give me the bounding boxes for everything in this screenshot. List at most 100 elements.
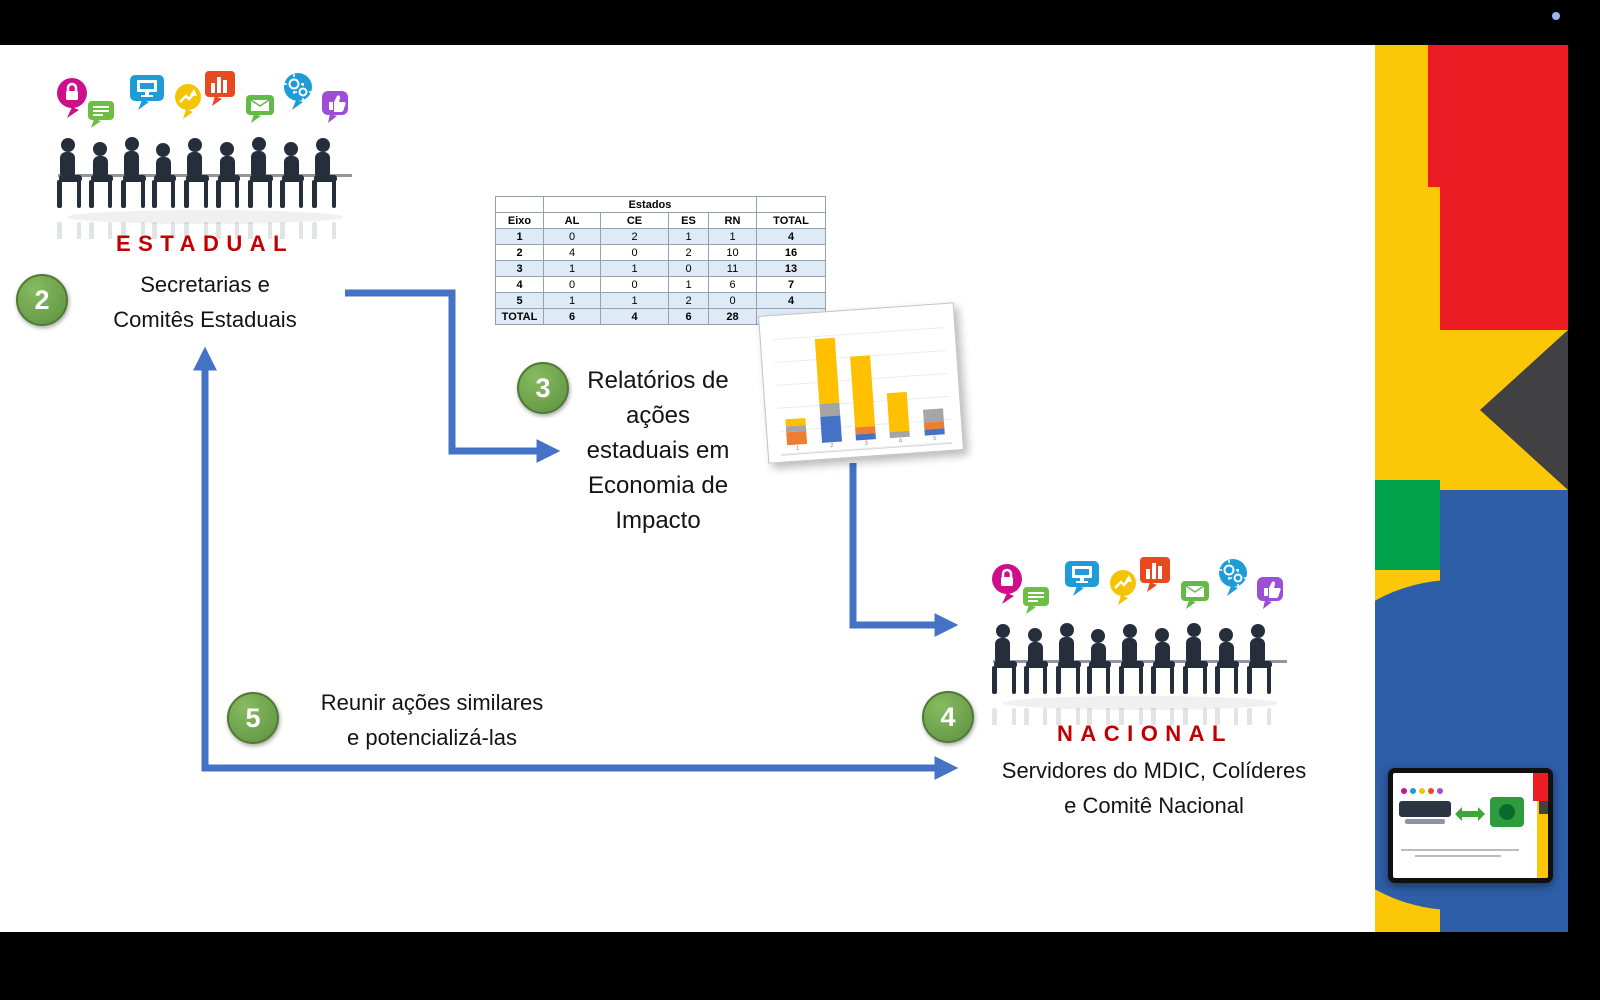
table-cell: 28	[708, 308, 757, 325]
table-cell: 4	[495, 276, 544, 293]
thumb-poster-circle	[1499, 804, 1515, 820]
bar-chart-icon	[205, 71, 235, 106]
table-cell: 4	[600, 308, 669, 325]
column-header: AL	[543, 212, 601, 229]
text-line: Comitês Estaduais	[113, 307, 297, 332]
table-cell: 16	[756, 244, 826, 261]
table-cell: 2	[495, 244, 544, 261]
table-cell: 2	[600, 228, 669, 245]
text-line: e Comitê Nacional	[1064, 793, 1244, 818]
table-cell: 1	[600, 260, 669, 277]
thumb-bubble-dots	[1401, 788, 1443, 794]
decor-red-block-2	[1440, 187, 1568, 330]
gears-icon	[1219, 559, 1247, 596]
estadual-title: ESTADUAL	[116, 231, 294, 256]
text-line: e potencializá-las	[347, 725, 517, 750]
table-cell: 4	[756, 292, 826, 309]
group-header: Estados	[543, 196, 757, 213]
chart-bar: 5	[916, 318, 945, 445]
step2-text: Secretarias e Comitês Estaduais	[60, 267, 350, 337]
trend-arrow-icon	[175, 84, 201, 119]
table-cell: 13	[756, 260, 826, 277]
decor-red-block	[1428, 45, 1568, 187]
column-header: RN	[708, 212, 757, 229]
step4-text: Servidores do MDIC, Colíderes e Comitê N…	[958, 753, 1350, 823]
chart-bar: 4	[882, 320, 911, 447]
chart-bar-segment	[819, 415, 842, 443]
trend-arrow-icon	[1110, 570, 1136, 605]
table-cell: 1	[495, 228, 544, 245]
slide-thumbnail[interactable]	[1388, 768, 1553, 883]
table-cell: 1	[668, 276, 709, 293]
step3-text: Relatórios de ações estaduais em Economi…	[558, 363, 758, 538]
estadual-clipart	[50, 71, 360, 293]
table-cell: 0	[543, 276, 601, 293]
text-line: Secretarias e	[140, 272, 270, 297]
chart-bar-segment	[850, 354, 876, 428]
thumb-poster	[1490, 797, 1524, 827]
empty-cell	[495, 196, 544, 213]
table-cell: 0	[600, 244, 669, 261]
letterbox-bottom	[0, 932, 1600, 1000]
chat-lines-icon	[88, 101, 114, 128]
monitor-icon	[130, 75, 164, 110]
meeting-clipart	[992, 557, 1287, 779]
axis-tick-label: 2	[830, 443, 834, 450]
chat-lines-icon	[1023, 587, 1049, 614]
text-line: Reunir ações similares	[320, 690, 544, 715]
thumb-people	[1399, 801, 1451, 817]
text-line: ações	[625, 402, 691, 429]
thumbs-up-icon	[322, 91, 348, 123]
meeting-clipart	[57, 71, 352, 293]
table-cell: 0	[708, 292, 757, 309]
step-3-badge: 3	[517, 362, 569, 414]
table-cell: 1	[543, 292, 601, 309]
axis-tick-label: 3	[864, 440, 869, 447]
chart-bar: 1	[779, 327, 808, 454]
decor-dark-triangle	[1480, 330, 1568, 490]
axis-tick-label: 5	[932, 435, 937, 443]
thumb-caption-line	[1415, 855, 1501, 857]
mini-chart-plot: 1 2 3 4 5	[772, 318, 953, 456]
chart-picture: 1 2 3 4 5	[758, 302, 964, 464]
monitor-icon	[1065, 561, 1099, 596]
nacional-title: NACIONAL	[1057, 721, 1233, 746]
cursor-dot	[1552, 12, 1560, 20]
arrow-3-to-4	[849, 463, 959, 637]
people-silhouettes	[992, 623, 1287, 694]
letterbox-top	[0, 0, 1600, 45]
thumb-dark-strip	[1539, 801, 1548, 814]
text-line: estaduais em	[586, 437, 730, 464]
table-cell: 7	[756, 276, 826, 293]
text-line: Servidores do MDIC, Colíderes	[1001, 758, 1307, 783]
table-cell: 4	[543, 244, 601, 261]
text-line: Relatórios de	[587, 367, 729, 394]
double-arrow-icon	[1455, 807, 1485, 821]
table-cell: 0	[600, 276, 669, 293]
thumb-people-reflection	[1405, 819, 1445, 824]
axis-tick-label: 1	[795, 445, 800, 452]
nacional-clipart	[985, 557, 1295, 779]
gears-icon	[284, 73, 312, 110]
table-cell: 0	[668, 260, 709, 277]
step5-text: Reunir ações similares e potencializá-la…	[292, 685, 572, 755]
table-cell: 0	[543, 228, 601, 245]
letterbox-right	[1568, 0, 1600, 1000]
thumb-red-strip	[1533, 773, 1548, 801]
column-header: Eixo	[495, 212, 544, 229]
bar-chart-icon	[1140, 557, 1170, 592]
table-cell: 6	[668, 308, 709, 325]
table-group-row: Estados	[495, 196, 826, 213]
table-cell: 1	[543, 260, 601, 277]
thumb-yellow-strip	[1537, 773, 1548, 878]
step-4-badge: 4	[922, 691, 974, 743]
column-header: TOTAL	[756, 212, 826, 229]
decor-green-block	[1375, 480, 1440, 570]
